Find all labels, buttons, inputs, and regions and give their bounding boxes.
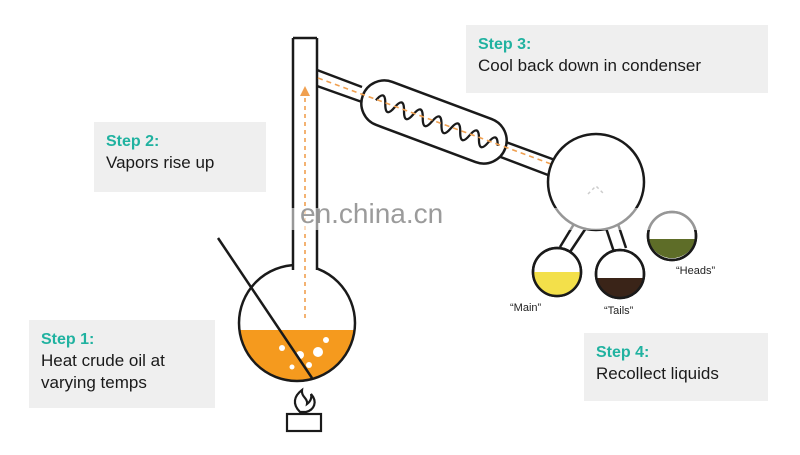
sample-tails bbox=[594, 248, 646, 300]
burner-icon bbox=[285, 387, 323, 433]
step-2-box: Step 2: Vapors rise up bbox=[94, 122, 266, 192]
step-4-box: Step 4: Recollect liquids bbox=[584, 333, 768, 401]
sample-main-label: “Main” bbox=[510, 302, 542, 314]
oil-bubbles bbox=[279, 337, 329, 370]
condenser bbox=[316, 68, 568, 177]
step-1-title: Step 1: bbox=[41, 331, 95, 348]
receiving-flask bbox=[546, 132, 646, 253]
step-3-text: Cool back down in condenser bbox=[478, 56, 702, 75]
step-1-box: Step 1: Heat crude oil at varying temps bbox=[29, 320, 215, 408]
sample-tails-label: “Tails” bbox=[604, 305, 634, 317]
step-2-text: Vapors rise up bbox=[106, 153, 215, 172]
thermometer-rod bbox=[216, 237, 314, 379]
step-4-title: Step 4: bbox=[596, 344, 650, 361]
step-1-text: Heat crude oil at varying temps bbox=[41, 351, 165, 392]
sample-main bbox=[531, 246, 583, 298]
vapor-arrow bbox=[300, 86, 310, 318]
step-4-text: Recollect liquids bbox=[596, 364, 719, 383]
watermark-text: en.china.cn bbox=[300, 198, 444, 229]
sample-heads-label: “Heads” bbox=[676, 265, 716, 277]
step-3-box: Step 3: Cool back down in condenser bbox=[466, 25, 768, 93]
step-2-title: Step 2: bbox=[106, 133, 160, 150]
step-3-title: Step 3: bbox=[478, 36, 532, 53]
